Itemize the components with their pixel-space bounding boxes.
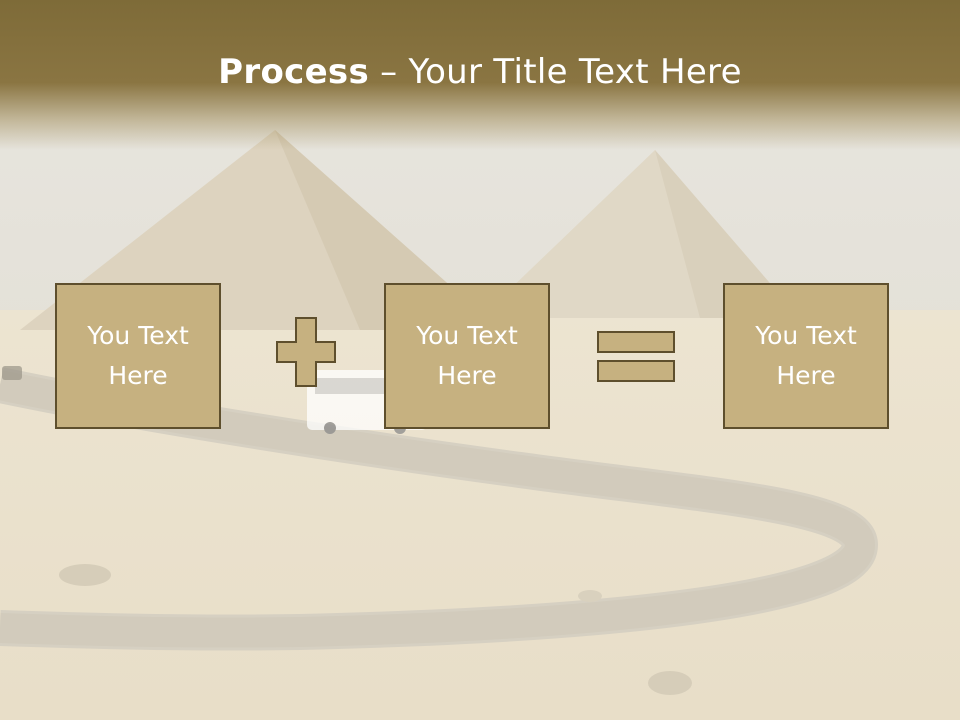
box-2-line-1: You Text [416, 321, 518, 350]
box-2-line-2: Here [437, 361, 497, 390]
box-1-line-2: Here [108, 361, 168, 390]
title-bold: Process [218, 52, 370, 92]
equals-icon [597, 331, 675, 382]
car [2, 366, 22, 380]
box-3-line-1: You Text [755, 321, 857, 350]
title-rest: Your Title Text Here [408, 52, 742, 92]
title-bar [0, 0, 960, 150]
box-3-line-2: Here [776, 361, 836, 390]
slide-title: Process – Your Title Text Here [0, 52, 960, 92]
plus-icon [276, 317, 336, 387]
title-dash: – [369, 52, 409, 92]
box-1-line-1: You Text [87, 321, 189, 350]
